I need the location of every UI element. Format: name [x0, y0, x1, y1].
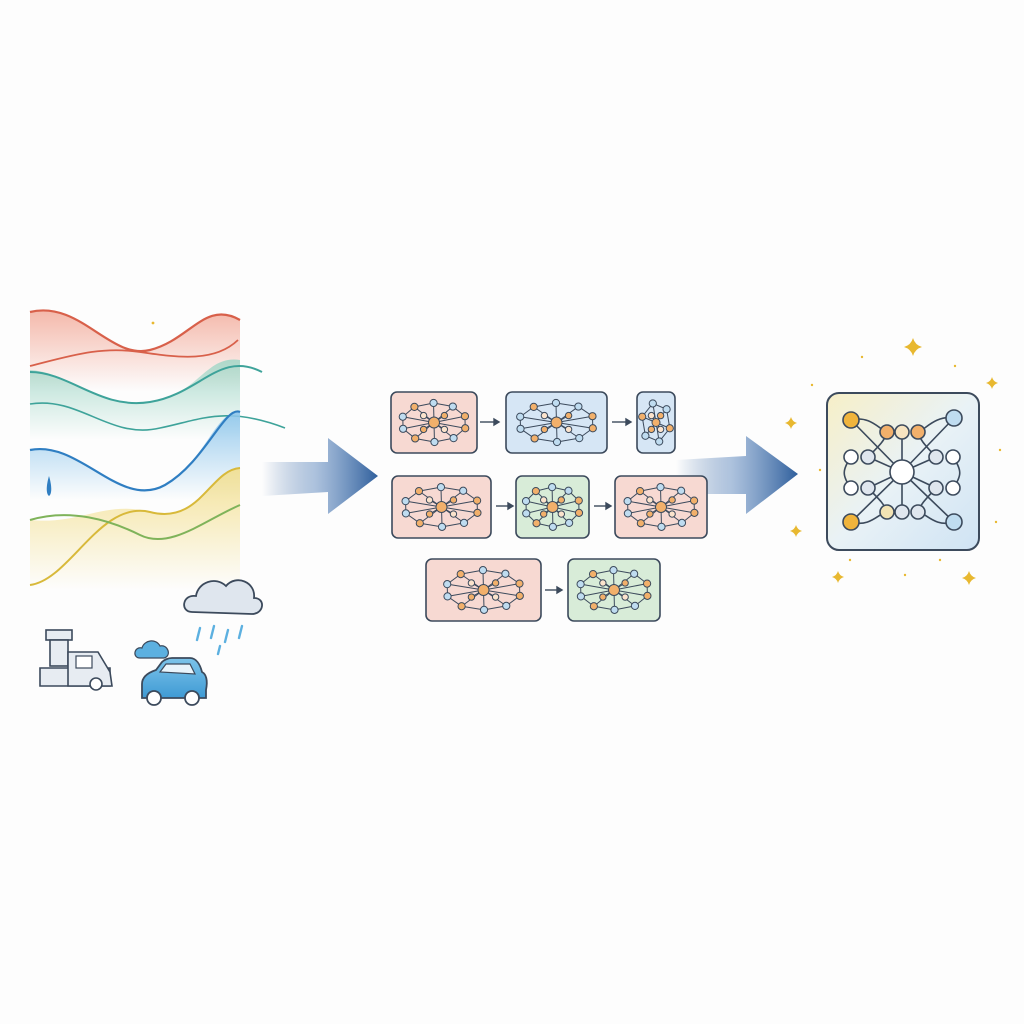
- signal-waves-icon: [29, 309, 286, 590]
- graph-network-icon: [521, 483, 584, 531]
- wave-band-teal: [30, 359, 240, 440]
- wave-band-yellow: [30, 468, 240, 590]
- wave-drop: [46, 476, 52, 496]
- rain-cloud-icon: [183, 579, 263, 656]
- sparkle-icon: [953, 364, 957, 368]
- wave-line-red-2: [29, 339, 239, 367]
- graph-panel: [515, 475, 590, 539]
- car-icon: [141, 657, 208, 706]
- graph-panel: [567, 558, 661, 622]
- sparkle-icon: [938, 558, 942, 562]
- graph-network-icon: [576, 566, 652, 614]
- graph-network-icon: [443, 566, 524, 614]
- sparkle-icon: [785, 417, 797, 429]
- graph-nodes: [842, 409, 963, 531]
- flow-arrow-icon: [262, 438, 378, 514]
- sparkle-icon: [810, 383, 814, 387]
- sparkle-icon: [962, 571, 976, 585]
- sparkle-icon: [998, 448, 1002, 452]
- sparkle-icon: [818, 468, 822, 472]
- sparkle-icon: [903, 573, 907, 577]
- sparkle-icon: [848, 558, 852, 562]
- wave-line-green: [29, 504, 241, 541]
- graph-panel: [614, 475, 708, 539]
- flow-arrow-icon: [676, 436, 798, 514]
- truck-icon: [67, 651, 113, 691]
- sparkle-group: [785, 338, 1002, 585]
- graph-panel: [425, 558, 542, 622]
- graph-panel: [505, 391, 608, 454]
- wave-band-blue: [30, 411, 240, 500]
- panel-connectors: [480, 417, 633, 595]
- wave-line-red: [29, 309, 241, 353]
- graph-network-icon: [398, 398, 470, 447]
- cloud-icon: [134, 640, 169, 659]
- graph-network-icon: [401, 483, 482, 531]
- graph-panel: [390, 391, 478, 454]
- graph-network-icon: [516, 398, 597, 447]
- sparkle-icon: [904, 338, 922, 356]
- output-graph-panel: [826, 392, 980, 551]
- graph-panel: [636, 391, 676, 454]
- graph-network-icon: [623, 483, 699, 531]
- sparkle-icon: [986, 377, 998, 389]
- graph-panel: [391, 475, 492, 539]
- wave-line-teal: [29, 365, 263, 405]
- wave-line-blue: [29, 410, 241, 492]
- sparkle-icon: [860, 355, 864, 359]
- sparkle-icon: [832, 571, 844, 583]
- wave-line-yellow: [29, 467, 241, 586]
- graph-panel-grid: [390, 391, 708, 622]
- graph-network-icon: [638, 399, 674, 446]
- sparkle-icon: [790, 525, 802, 537]
- sparkle-dot: [151, 321, 155, 325]
- sparkle-icon: [994, 520, 998, 524]
